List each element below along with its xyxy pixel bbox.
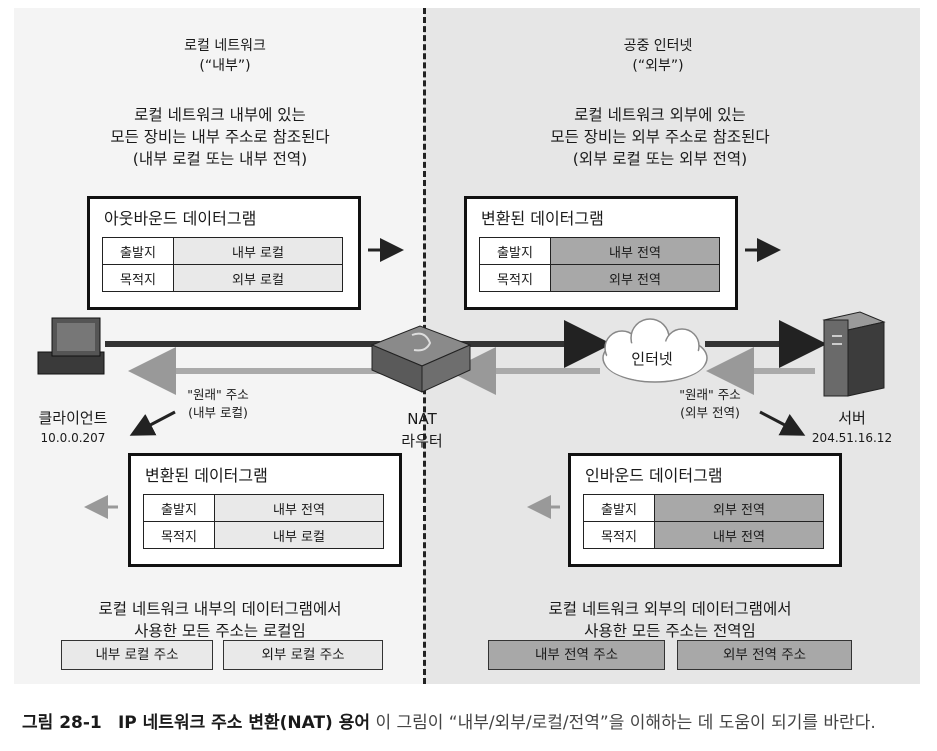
translated-outbound-datagram: 변환된 데이터그램 출발지 내부 전역 목적지 외부 전역 (464, 196, 738, 310)
internet-subtitle: (“외부”) (632, 58, 684, 74)
figure-caption: 그림 28-1 IP 네트워크 주소 변환(NAT) 용어 이 그림이 “내부/… (22, 708, 876, 733)
local-network-heading: 로컬 네트워크 (“내부”) (150, 36, 300, 76)
client-label: 클라이언트 10.0.0.207 (28, 408, 118, 448)
legend-outside-global: 외부 전역 주소 (677, 640, 852, 670)
destination-row: 목적지 외부 로컬 (102, 264, 343, 292)
legend-outside-local: 외부 로컬 주소 (223, 640, 383, 670)
client-computer-icon (37, 317, 105, 375)
datagram-title: 변환된 데이터그램 (145, 466, 268, 485)
local-network-subtitle: (“내부”) (199, 58, 251, 74)
server-original-address-note: "원래" 주소 (외부 전역) (660, 386, 760, 422)
source-address: 내부 로컬 (173, 237, 343, 265)
description-line: 로컬 네트워크 외부의 데이터그램에서 (548, 600, 792, 618)
destination-address: 내부 전역 (654, 521, 824, 549)
datagram-table: 출발지 내부 전역 목적지 외부 전역 (479, 237, 720, 292)
address-note-line: (외부 전역) (680, 405, 740, 420)
server-name: 서버 (838, 409, 866, 427)
outbound-datagram: 아웃바운드 데이터그램 출발지 내부 로컬 목적지 외부 로컬 (87, 196, 361, 310)
server-address-pointer (759, 410, 806, 436)
source-label: 출발지 (143, 494, 215, 522)
figure-number: 그림 28-1 (22, 713, 102, 733)
legend-inside-local: 내부 로컬 주소 (61, 640, 213, 670)
description-line: 사용한 모든 주소는 로컬임 (134, 622, 306, 640)
source-address: 외부 전역 (654, 494, 824, 522)
source-row: 출발지 외부 전역 (583, 494, 824, 522)
client-original-address-note: "원래" 주소 (내부 로컬) (168, 386, 268, 422)
server-ip-address: 204.51.16.12 (811, 431, 893, 445)
router-label-line: 라우터 (401, 432, 443, 450)
figure-caption-text: 이 그림이 “내부/외부/로컬/전역”을 이해하는 데 도움이 되기를 바란다. (375, 713, 876, 733)
description-line: 모든 장비는 내부 주소로 참조된다 (110, 128, 330, 146)
source-address: 내부 전역 (214, 494, 384, 522)
nat-router-icon (370, 325, 472, 393)
local-address-description: 로컬 네트워크 내부에 있는 모든 장비는 내부 주소로 참조된다 (내부 로컬… (70, 104, 370, 170)
description-line: 사용한 모든 주소는 전역임 (584, 622, 756, 640)
client-name: 클라이언트 (38, 409, 108, 427)
destination-label: 목적지 (479, 264, 551, 292)
client-address-pointer (129, 410, 176, 436)
address-note-line: "원래" 주소 (187, 387, 249, 402)
internet-address-description: 로컬 네트워크 외부에 있는 모든 장비는 외부 주소로 참조된다 (외부 로컬… (510, 104, 810, 170)
source-row: 출발지 내부 전역 (143, 494, 384, 522)
client-ip-address: 10.0.0.207 (40, 431, 106, 445)
internet-name: 공중 인터넷 (623, 38, 693, 54)
description-line: 로컬 네트워크 외부에 있는 (574, 106, 746, 124)
destination-row: 목적지 외부 전역 (479, 264, 720, 292)
destination-address: 외부 로컬 (173, 264, 343, 292)
router-label-line: NAT (407, 410, 437, 428)
router-label: NAT 라우터 (392, 408, 452, 452)
address-note-line: "원래" 주소 (679, 387, 741, 402)
local-datagram-description: 로컬 네트워크 내부의 데이터그램에서 사용한 모든 주소는 로컬임 (60, 598, 380, 642)
server-icon (822, 311, 886, 397)
source-row: 출발지 내부 로컬 (102, 237, 343, 265)
destination-address: 내부 로컬 (214, 521, 384, 549)
datagram-title: 아웃바운드 데이터그램 (104, 209, 257, 228)
internet-label: 인터넷 (631, 350, 673, 368)
datagram-table: 출발지 내부 로컬 목적지 외부 로컬 (102, 237, 343, 292)
description-line: (외부 로컬 또는 외부 전역) (572, 150, 748, 168)
local-network-name: 로컬 네트워크 (184, 38, 266, 54)
inbound-datagram: 인바운드 데이터그램 출발지 외부 전역 목적지 내부 전역 (568, 453, 842, 567)
destination-row: 목적지 내부 로컬 (143, 521, 384, 549)
destination-label: 목적지 (143, 521, 215, 549)
server-label: 서버 204.51.16.12 (802, 408, 902, 448)
description-line: (내부 로컬 또는 내부 전역) (132, 150, 308, 168)
description-line: 로컬 네트워크 내부에 있는 (134, 106, 306, 124)
address-note-line: (내부 로컬) (188, 405, 248, 420)
datagram-table: 출발지 내부 전역 목적지 내부 로컬 (143, 494, 384, 549)
source-label: 출발지 (583, 494, 655, 522)
source-row: 출발지 내부 전역 (479, 237, 720, 265)
datagram-title: 인바운드 데이터그램 (585, 466, 723, 485)
translated-inbound-datagram: 변환된 데이터그램 출발지 내부 전역 목적지 내부 로컬 (128, 453, 402, 567)
description-line: 로컬 네트워크 내부의 데이터그램에서 (98, 600, 342, 618)
internet-datagram-description: 로컬 네트워크 외부의 데이터그램에서 사용한 모든 주소는 전역임 (510, 598, 830, 642)
internet-heading: 공중 인터넷 (“외부”) (583, 36, 733, 76)
legend-inside-global: 내부 전역 주소 (488, 640, 665, 670)
destination-row: 목적지 내부 전역 (583, 521, 824, 549)
source-label: 출발지 (479, 237, 551, 265)
source-label: 출발지 (102, 237, 174, 265)
source-address: 내부 전역 (550, 237, 720, 265)
destination-label: 목적지 (583, 521, 655, 549)
figure-title: IP 네트워크 주소 변환(NAT) 용어 (117, 713, 371, 733)
datagram-table: 출발지 외부 전역 목적지 내부 전역 (583, 494, 824, 549)
destination-label: 목적지 (102, 264, 174, 292)
datagram-title: 변환된 데이터그램 (481, 209, 604, 228)
internet-cloud-icon (602, 318, 708, 383)
description-line: 모든 장비는 외부 주소로 참조된다 (550, 128, 770, 146)
destination-address: 외부 전역 (550, 264, 720, 292)
